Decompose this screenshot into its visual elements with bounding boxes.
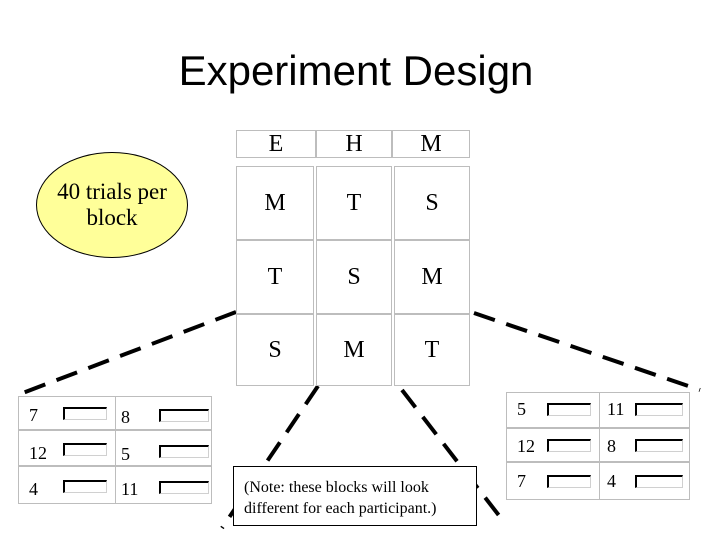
trials-per-block-text: 40 trials per block — [57, 179, 167, 230]
trial-number: 4 — [29, 479, 38, 499]
blank-box — [63, 480, 107, 493]
dash-line-grid-to-right-block — [473, 311, 701, 392]
grid-header-cell: H — [316, 130, 392, 158]
trial-number: 12 — [517, 436, 535, 456]
trial-number: 8 — [121, 407, 130, 427]
divider — [599, 393, 600, 427]
blank-box — [159, 445, 209, 458]
grid-cell: S — [394, 166, 470, 240]
grid-cell: S — [236, 314, 314, 386]
grid-cell: S — [316, 240, 392, 314]
blank-box — [547, 475, 591, 488]
block-row: 12 5 — [18, 430, 212, 466]
trial-number: 11 — [121, 479, 139, 499]
trial-number: 12 — [29, 443, 47, 463]
trial-number: 5 — [517, 399, 526, 419]
blank-box — [63, 407, 107, 420]
dash-line-grid-to-note-right — [400, 388, 506, 524]
block-row: 7 4 — [506, 462, 690, 500]
blank-box — [159, 481, 209, 494]
trial-number: 8 — [607, 436, 616, 456]
divider — [115, 397, 116, 429]
grid-cell: T — [394, 314, 470, 386]
blank-box — [635, 403, 683, 416]
block-row: 7 8 — [18, 396, 212, 430]
blank-box — [547, 439, 591, 452]
trial-number: 4 — [607, 471, 616, 491]
block-row: 12 8 — [506, 428, 690, 462]
blank-box — [635, 475, 683, 488]
block-row: 5 11 — [506, 392, 690, 428]
trial-number: 7 — [517, 471, 526, 491]
divider — [599, 429, 600, 461]
divider — [115, 431, 116, 465]
blank-box — [63, 443, 107, 456]
trial-number: 5 — [121, 444, 130, 464]
divider — [599, 463, 600, 499]
grid-header-cell: E — [236, 130, 316, 158]
blank-box — [547, 403, 591, 416]
page-title: Experiment Design — [178, 47, 534, 94]
blank-box — [159, 409, 209, 422]
grid-cell: M — [316, 314, 392, 386]
grid-cell: T — [236, 240, 314, 314]
blank-box — [635, 439, 683, 452]
participant-note: (Note: these blocks will look different … — [233, 466, 477, 526]
grid-cell: M — [236, 166, 314, 240]
divider — [115, 467, 116, 503]
dash-line-grid-to-left-block — [19, 310, 237, 396]
trial-number: 11 — [607, 399, 625, 419]
grid-header-cell: M — [392, 130, 470, 158]
trials-per-block-callout: 40 trials per block — [36, 152, 188, 258]
block-row: 4 11 — [18, 466, 212, 504]
grid-cell: T — [316, 166, 392, 240]
grid-cell: M — [394, 240, 470, 314]
trial-number: 7 — [29, 405, 38, 425]
